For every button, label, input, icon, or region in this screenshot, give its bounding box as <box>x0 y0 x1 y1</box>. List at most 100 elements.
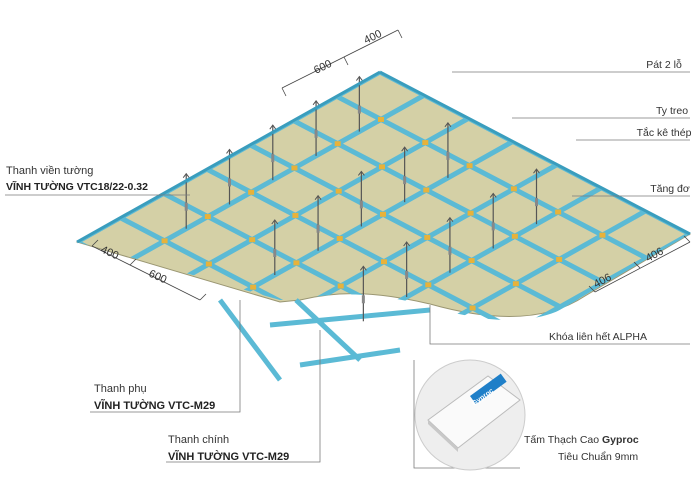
alpha-connector-clip <box>205 261 212 267</box>
alpha-connector-clip <box>599 232 606 238</box>
alpha-connector-clip <box>335 188 342 194</box>
dim-right-tick-1 <box>588 285 596 293</box>
alpha-connector-clip <box>294 307 301 313</box>
dim-right-tick-2 <box>633 261 641 269</box>
alpha-connector-clip <box>422 140 429 146</box>
alpha-connector-clip <box>380 211 386 217</box>
alpha-connector-clip <box>291 165 298 171</box>
alpha-connector-clip <box>511 233 518 239</box>
turnbuckle <box>446 151 450 160</box>
main-rail-ext-2 <box>294 298 362 362</box>
alpha-connector-clip <box>556 256 563 262</box>
alpha-connector-clip <box>334 141 341 147</box>
label-thanh-chinh-title: Thanh chính <box>168 434 229 446</box>
alpha-connector-clip <box>336 236 343 242</box>
steel-anchor <box>403 241 411 247</box>
steel-anchor <box>533 168 540 174</box>
leader-thanh-chinh <box>166 330 321 463</box>
main-rail-extensions <box>218 298 431 382</box>
steel-anchor <box>312 100 320 106</box>
steel-anchor <box>359 265 367 271</box>
turnbuckle <box>405 271 409 279</box>
dim-left-line <box>91 245 201 301</box>
label-tam-thach-cao: Tấm Thạch Cao Gyproc <box>524 434 639 446</box>
alpha-connector-clip <box>424 234 431 240</box>
cross-rail-ext-1 <box>269 307 431 328</box>
label-thanh-phu-product: VĨNH TƯỜNG VTC-M29 <box>94 399 215 412</box>
cross-rail <box>205 166 519 320</box>
turnbuckle <box>314 129 318 138</box>
turnbuckle <box>316 224 320 233</box>
alpha-connector-clip <box>425 282 432 288</box>
cross-rail <box>248 142 562 310</box>
dim-top-tick-2 <box>343 56 349 66</box>
steel-anchor <box>182 172 190 179</box>
leader-khoa <box>429 305 690 345</box>
label-tac-ke-thep: Tắc kê thép <box>637 126 692 139</box>
alpha-connector-clip <box>510 186 517 192</box>
hanger-rods <box>182 75 540 322</box>
alpha-connector-clip <box>339 331 345 336</box>
turnbuckle <box>359 200 363 209</box>
alpha-connector-clip <box>248 189 255 195</box>
cross-rail-ext-2 <box>299 347 401 368</box>
alpha-connector-clip <box>378 116 384 122</box>
label-tang-do: Tăng đơ <box>650 183 690 195</box>
steel-anchor <box>444 122 452 128</box>
label-thanh-chinh-product: VĨNH TƯỜNG VTC-M29 <box>168 450 289 463</box>
alpha-connector-clip <box>337 283 344 289</box>
dim-left-tick-3 <box>199 293 207 301</box>
alpha-connector-clip <box>423 187 430 193</box>
main-rail <box>341 208 647 320</box>
label-ty-treo: Ty treo <box>656 105 688 117</box>
label-thanh-vien-tuong-title: Thanh viền tường <box>6 165 93 177</box>
label-thanh-vien-tuong-product: VĨNH TƯỜNG VTC18/22-0.32 <box>6 180 148 193</box>
steel-anchor <box>271 219 279 225</box>
turnbuckle <box>228 178 231 187</box>
steel-anchor <box>269 124 277 130</box>
cross-rail <box>292 118 605 285</box>
cross-rail <box>162 191 475 320</box>
leader-thanh-phu <box>90 300 241 413</box>
turnbuckle <box>491 222 495 231</box>
dimension-lines <box>91 29 691 301</box>
dim-right-line <box>594 241 691 293</box>
dim-top-tick-1 <box>281 87 287 97</box>
turnbuckle <box>184 202 188 211</box>
dim-top-long: 600 <box>312 58 334 77</box>
dim-left-tick-2 <box>129 258 137 266</box>
wall-trim-right <box>379 70 691 236</box>
dim-top-line <box>281 29 399 89</box>
turnbuckle <box>448 246 452 255</box>
alpha-connector-clip <box>161 238 168 244</box>
cross-rail <box>335 94 648 261</box>
main-rail <box>164 116 470 291</box>
alpha-connector-clip <box>466 163 473 169</box>
turnbuckle <box>271 154 275 163</box>
dim-left-long: 600 <box>147 268 169 286</box>
dim-top-tick-3 <box>397 29 403 39</box>
turnbuckle <box>535 198 538 207</box>
turnbuckle <box>357 105 361 114</box>
alpha-connector-clip <box>555 209 562 215</box>
label-khoa-lien-het: Khóa liên hết ALPHA <box>549 331 647 343</box>
wall-trim <box>76 70 691 244</box>
alpha-connector-clip <box>250 284 257 290</box>
label-tam-thach-cao-prefix: Tấm Thạch Cao <box>524 434 599 446</box>
alpha-connector-clip <box>469 305 476 311</box>
alpha-connector-clip <box>426 330 432 335</box>
alpha-connector-clip <box>467 210 474 216</box>
dim-right-tick-3 <box>683 235 691 243</box>
alpha-connector-clip <box>204 214 211 220</box>
steel-anchor <box>446 216 454 223</box>
alpha-connector-clip <box>292 212 299 218</box>
gyproc-board-label-bg <box>470 373 507 405</box>
alpha-connector-clip <box>512 281 519 287</box>
steel-anchor <box>357 170 365 176</box>
alpha-connector-clip <box>468 258 475 264</box>
label-pat-2-lo: Pát 2 lỗ <box>646 58 682 71</box>
gyproc-board-edge <box>428 420 458 452</box>
turnbuckle <box>273 249 277 257</box>
label-thanh-phu-title: Thanh phụ <box>94 383 147 395</box>
alpha-connector-clip <box>381 259 387 265</box>
